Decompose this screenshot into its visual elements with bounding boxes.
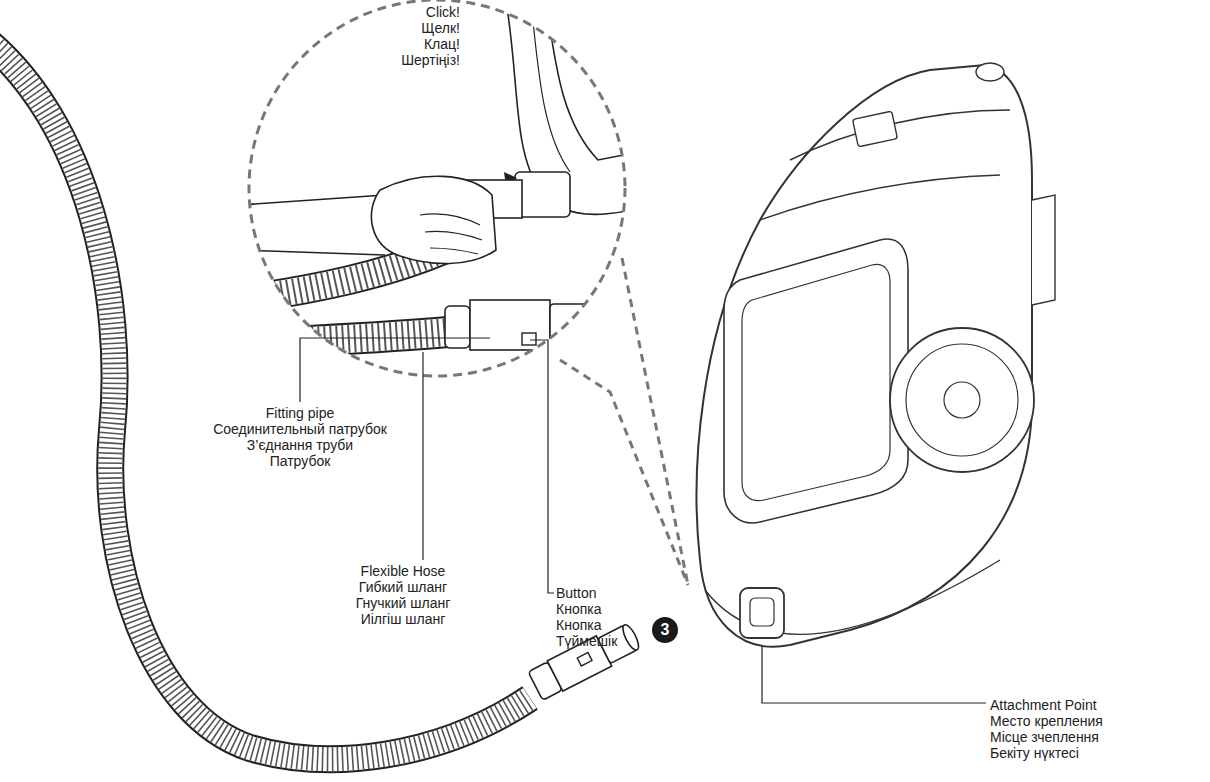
fingers	[420, 214, 482, 254]
body-edge	[530, 0, 570, 172]
dust-bin	[724, 239, 908, 523]
cord-button	[976, 63, 1004, 81]
part-label: З’єднання труби	[247, 437, 353, 453]
leader-line	[300, 338, 490, 402]
part-label: Fitting pipe	[266, 405, 334, 421]
socket	[515, 172, 570, 217]
body-contour	[760, 110, 1010, 220]
part-label: Иілгіш шланг	[361, 611, 446, 627]
click-label: Клац!	[424, 36, 460, 52]
leader-line	[422, 352, 423, 560]
part-label: Место крепления	[990, 713, 1103, 729]
callout-tail	[622, 258, 688, 585]
part-label: Гнучкий шланг	[356, 595, 451, 611]
part-label: Місце зчеплення	[990, 729, 1099, 745]
part-label: Бекіту нүктесі	[990, 745, 1079, 761]
wheel-hub	[944, 382, 980, 418]
attachment-point	[740, 588, 784, 638]
part-label: Flexible Hose	[361, 563, 446, 579]
part-label: Button	[556, 585, 596, 601]
rear-latch	[1032, 195, 1055, 305]
button-symbol	[522, 333, 536, 345]
part-label: Түймешік	[556, 633, 617, 649]
part-label: Attachment Point	[990, 697, 1097, 713]
pipe-end	[593, 304, 607, 346]
dust-bin-window	[742, 264, 890, 500]
part-label: Гибкий шланг	[359, 579, 447, 595]
part-label: Кнопка	[556, 601, 601, 617]
top-button	[853, 111, 898, 147]
arm	[240, 195, 385, 255]
leader-line	[530, 340, 554, 593]
part-label: Патрубок	[270, 453, 331, 469]
part-label: Кнопка	[556, 617, 601, 633]
wheel	[890, 328, 1034, 472]
callout-circle	[652, 617, 678, 643]
vacuum-cleaner	[697, 63, 1055, 647]
click-label: Click!	[426, 4, 460, 20]
fitting-box	[470, 300, 550, 350]
body-edge	[545, 0, 650, 160]
part-label: Соединительный патрубок	[213, 421, 387, 437]
wheel-rim	[906, 344, 1018, 456]
pipe-end	[620, 623, 642, 652]
fitting-button	[577, 652, 592, 665]
magnified-detail	[240, 0, 650, 350]
magnifier-circle	[249, 0, 625, 376]
callout-tail	[560, 360, 688, 585]
click-label: Щелк!	[421, 20, 460, 36]
hand	[371, 176, 496, 263]
attachment-socket	[750, 598, 774, 626]
fitting-pipe	[550, 304, 600, 346]
fitting-collar	[445, 306, 470, 348]
click-label: Шертіңіз!	[401, 52, 460, 68]
callout-number: 3	[661, 621, 670, 639]
